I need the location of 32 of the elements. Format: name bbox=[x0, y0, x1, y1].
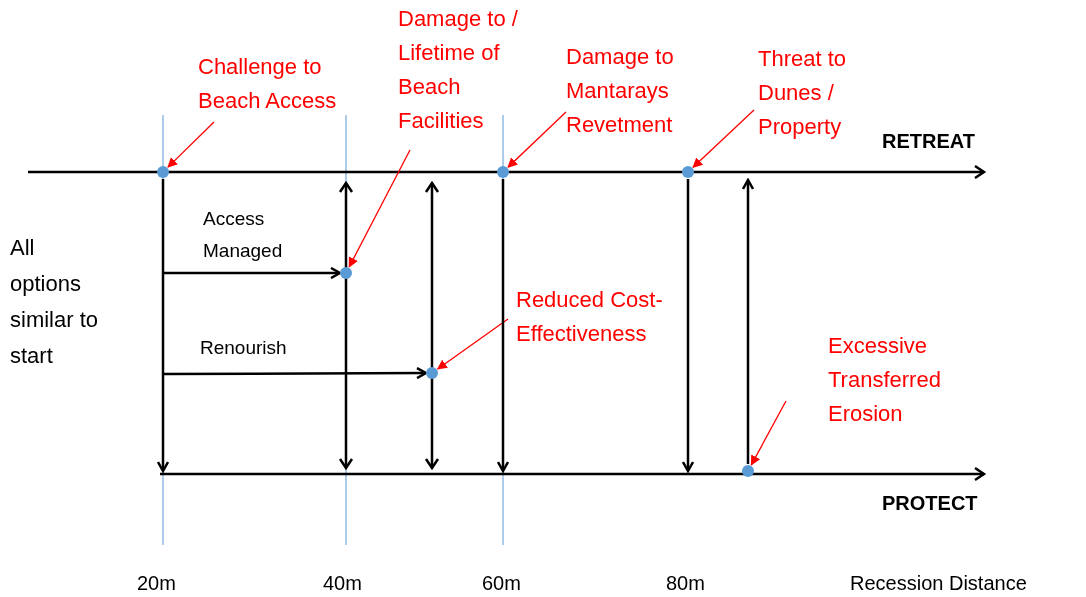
leader-arrow bbox=[692, 109, 755, 168]
point-marker bbox=[742, 465, 754, 477]
axis-label: PROTECT bbox=[882, 491, 979, 516]
arrow bbox=[163, 266, 342, 280]
axis-title: Recession Distance bbox=[850, 571, 1028, 596]
callout-text: Excessive Transferred Erosion bbox=[828, 329, 978, 431]
tick-label: 80m bbox=[666, 571, 706, 596]
tick-label: 20m bbox=[137, 571, 177, 596]
tick-label: 40m bbox=[323, 571, 363, 596]
callout-text: Challenge to Beach Access bbox=[198, 50, 373, 118]
axis-label: RETREAT bbox=[882, 129, 976, 154]
point-marker bbox=[497, 166, 509, 178]
leader-arrow bbox=[750, 400, 787, 466]
callout-text: Damage to Mantarays Revetment bbox=[566, 40, 706, 142]
point-marker bbox=[682, 166, 694, 178]
point-marker bbox=[340, 267, 352, 279]
arrow bbox=[496, 179, 510, 473]
leader-arrow bbox=[167, 121, 215, 168]
leader-arrow bbox=[507, 111, 567, 168]
arrow bbox=[741, 178, 755, 464]
arrow bbox=[156, 179, 170, 473]
callout-text: Threat to Dunes / Property bbox=[758, 42, 868, 144]
arrow bbox=[681, 179, 695, 473]
leader-arrow bbox=[348, 149, 411, 268]
point-marker bbox=[157, 166, 169, 178]
annotation-text: All options similar to start bbox=[10, 234, 99, 370]
arrow bbox=[163, 366, 428, 380]
leader-arrow bbox=[436, 318, 509, 370]
callout-text: Reduced Cost-Effectiveness bbox=[516, 283, 676, 351]
point-marker bbox=[426, 367, 438, 379]
tick-label: 60m bbox=[482, 571, 522, 596]
callout-text: Damage to / Lifetime of Beach Facilities bbox=[398, 2, 548, 138]
